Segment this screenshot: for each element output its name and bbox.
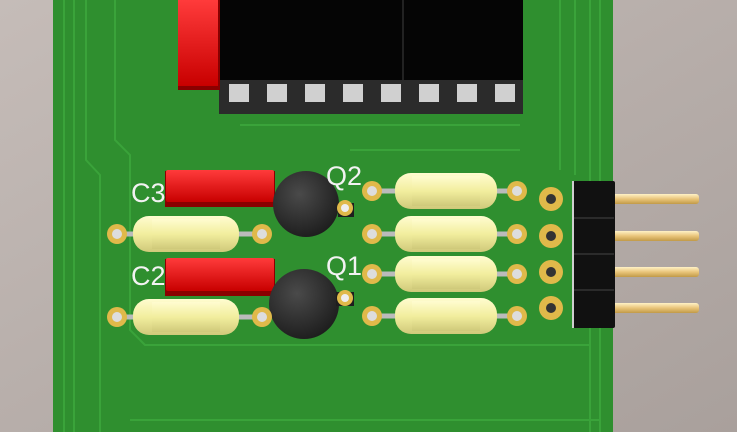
- ic-body: [219, 0, 523, 83]
- label-q2: Q2: [326, 161, 362, 191]
- capacitor-c3: [165, 170, 275, 207]
- ic-pins: [229, 84, 515, 102]
- label-c2: C2: [131, 261, 166, 291]
- pin-header: [572, 181, 699, 328]
- transistor-q2: [273, 171, 354, 237]
- resistor-right-1: [362, 173, 527, 209]
- resistor-left-bottom: [107, 299, 272, 335]
- label-q1: Q1: [326, 251, 362, 281]
- ic-chip: [219, 0, 523, 114]
- capacitor-c2: [165, 258, 275, 296]
- transistor-q1: [269, 269, 354, 339]
- resistor-left-top: [107, 216, 272, 252]
- header-pads: [539, 187, 563, 320]
- capacitor-top-left: [178, 0, 220, 90]
- label-c3: C3: [131, 178, 166, 208]
- ic-base: [219, 80, 523, 114]
- resistor-right-4: [362, 298, 527, 334]
- resistor-right-2: [362, 216, 527, 252]
- resistor-right-3: [362, 256, 527, 292]
